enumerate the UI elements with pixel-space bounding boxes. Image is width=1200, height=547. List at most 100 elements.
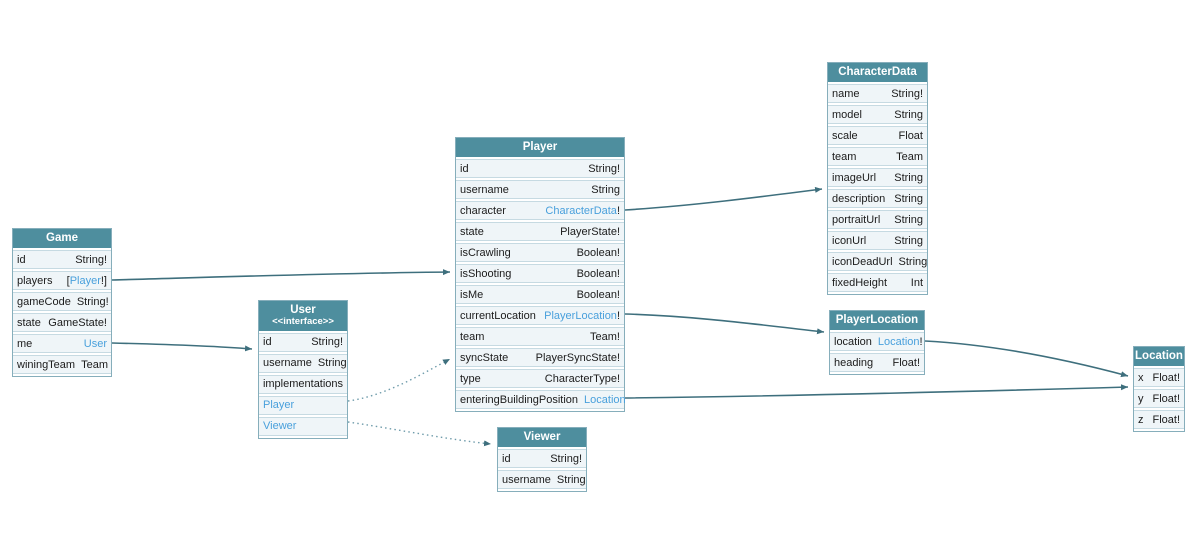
type-text: ! bbox=[616, 204, 620, 217]
field-name: type bbox=[460, 372, 481, 385]
node-header-playerlocation[interactable]: PlayerLocation bbox=[830, 311, 924, 331]
node-header-user[interactable]: User<<interface>> bbox=[259, 301, 347, 331]
type-text: Boolean! bbox=[576, 267, 620, 280]
field-row-team[interactable]: team Team! bbox=[456, 327, 624, 347]
implementation-link[interactable]: Viewer bbox=[263, 420, 297, 433]
field-type: GameState! bbox=[48, 317, 107, 329]
type-text: String bbox=[894, 108, 923, 121]
field-type: Team! bbox=[590, 331, 620, 343]
implementation-row-Player[interactable]: Player bbox=[259, 395, 347, 415]
type-text: String bbox=[591, 183, 620, 196]
type-text: CharacterType! bbox=[544, 372, 620, 385]
field-row-state[interactable]: state GameState! bbox=[13, 313, 111, 333]
field-type: PlayerLocation! bbox=[544, 310, 620, 322]
field-type: PlayerSyncState! bbox=[536, 352, 620, 364]
field-name: id bbox=[17, 253, 26, 266]
type-link[interactable]: PlayerLocation bbox=[544, 309, 617, 322]
node-header-player[interactable]: Player bbox=[456, 138, 624, 158]
field-type: String! bbox=[75, 254, 107, 266]
type-text: Team! bbox=[590, 330, 620, 343]
type-text: Float! bbox=[1152, 413, 1180, 426]
type-text: Boolean! bbox=[576, 246, 620, 259]
node-header-characterdata[interactable]: CharacterData bbox=[828, 63, 927, 83]
field-row-type[interactable]: type CharacterType! bbox=[456, 369, 624, 389]
field-type: String! bbox=[588, 163, 620, 175]
node-stereotype: <<interface>> bbox=[272, 316, 334, 328]
field-type: Team bbox=[81, 359, 108, 371]
type-link[interactable]: CharacterData bbox=[545, 204, 617, 217]
edge-game-me-to-user bbox=[111, 342, 253, 352]
node-title: Location bbox=[1135, 350, 1183, 362]
field-name: state bbox=[17, 316, 41, 329]
field-name: imageUrl bbox=[832, 171, 877, 184]
field-type: Team bbox=[896, 151, 923, 163]
field-name: description bbox=[832, 192, 886, 205]
type-link[interactable]: Location bbox=[877, 335, 920, 348]
field-name: me bbox=[17, 337, 33, 350]
field-type: String bbox=[318, 357, 347, 369]
field-type: Float! bbox=[1152, 393, 1180, 405]
field-name: syncState bbox=[460, 351, 509, 364]
field-row-syncState[interactable]: syncState PlayerSyncState! bbox=[456, 348, 624, 368]
field-name: username bbox=[502, 473, 551, 486]
implementation-row-Viewer[interactable]: Viewer bbox=[259, 416, 347, 436]
field-name: scale bbox=[832, 129, 858, 142]
field-type: String! bbox=[550, 453, 582, 465]
field-name: x bbox=[1138, 371, 1144, 384]
field-row-me[interactable]: me User bbox=[13, 334, 111, 354]
implementation-link[interactable]: Player bbox=[263, 399, 295, 412]
type-text: Float! bbox=[892, 356, 920, 369]
node-header-game[interactable]: Game bbox=[13, 229, 111, 249]
node-title: CharacterData bbox=[838, 66, 917, 78]
node-header-viewer[interactable]: Viewer bbox=[498, 428, 586, 448]
type-text: String! bbox=[891, 87, 923, 100]
field-row-id[interactable]: id String! bbox=[13, 250, 111, 270]
type-link[interactable]: Location bbox=[584, 393, 626, 406]
field-name: team bbox=[460, 330, 485, 343]
field-type: Location bbox=[584, 394, 626, 406]
field-row-players[interactable]: players[Player!] bbox=[13, 271, 111, 291]
edge-player-character-to-characterdata bbox=[624, 186, 823, 211]
type-link[interactable]: Player bbox=[69, 274, 101, 287]
field-type: String bbox=[899, 256, 928, 268]
node-header-location[interactable]: Location bbox=[1134, 347, 1184, 367]
type-link[interactable]: User bbox=[83, 337, 107, 350]
